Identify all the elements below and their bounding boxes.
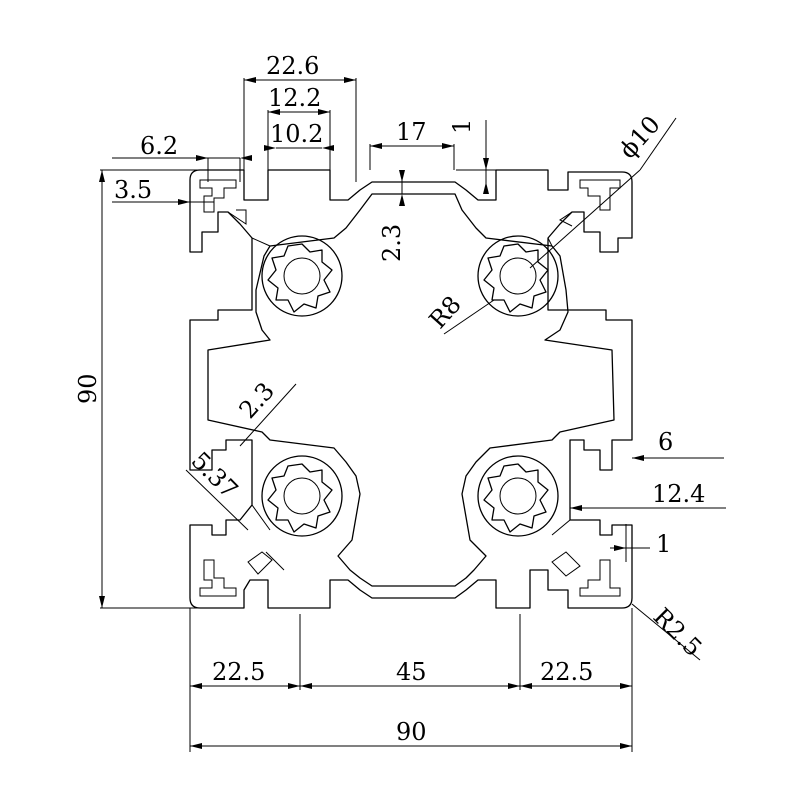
dim-top-web: 17 [396,118,427,146]
outer-contour [189,169,633,609]
corner-slot-top-left [199,179,247,225]
dim-right-lip: 1 [656,530,671,558]
dim-top-slot-outer: 22.6 [266,52,319,80]
core-top-left [261,235,343,317]
arrowheads [99,77,644,749]
corner-slot-bottom-right [551,551,621,597]
core-bottom-left [261,455,343,537]
dim-width-left: 22.5 [212,658,265,686]
dim-top-lip: 1 [448,119,476,134]
dimension-labels: 22.6 12.2 10.2 17 1 6.2 3.5 90 2.3 ϕ10 R… [74,52,707,746]
dim-chamfer: 5.37 [186,446,244,504]
dim-top-slot-inner: 10.2 [270,120,323,148]
dim-core-hole: ϕ10 [614,110,666,164]
dim-right-tab: 6 [658,428,673,456]
dim-wall-vertical: 2.3 [378,224,406,262]
corner-slot-top-right [559,179,621,227]
dim-height-total: 90 [74,373,102,404]
core-top-right [477,235,559,317]
dim-core-radius: R8 [424,290,467,334]
dimension-lines [100,78,726,752]
profile-outline [189,169,633,609]
dim-top-slot-mid: 12.2 [268,84,321,112]
corner-slot-bottom-left [199,551,273,597]
dim-left-flange: 6.2 [140,132,178,160]
dim-right-slot: 12.4 [652,480,705,508]
dim-width-middle: 45 [396,658,427,686]
central-cavity [207,193,615,587]
dim-corner-radius: R2.5 [648,602,708,662]
dim-width-total: 90 [396,718,427,746]
core-bottom-right [477,455,559,537]
dim-left-lip: 3.5 [114,176,152,204]
dim-width-right: 22.5 [540,658,593,686]
dim-wall-diagonal: 2.3 [234,377,280,424]
